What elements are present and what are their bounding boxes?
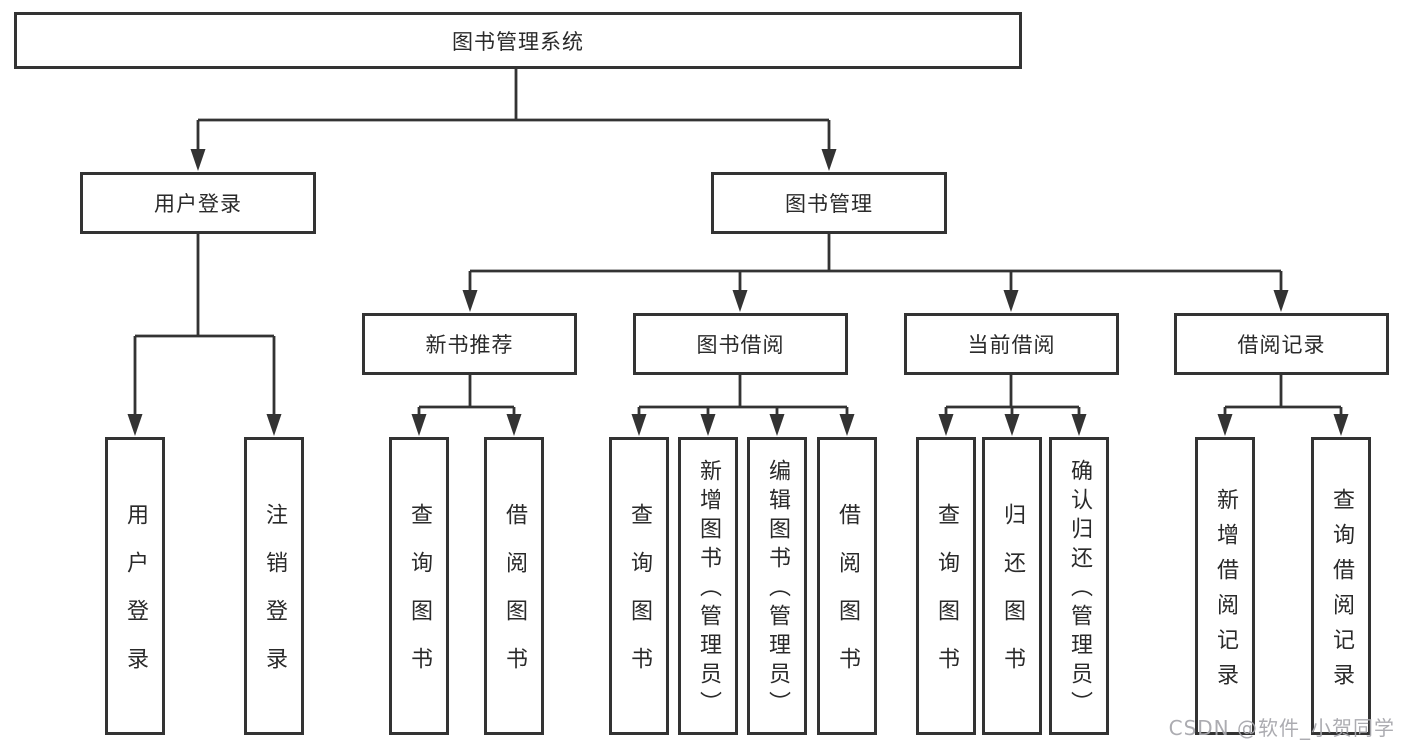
connector-current-borrowing-children [938, 375, 1087, 436]
node-book-borrowing: 图书借阅 [633, 313, 848, 375]
leaf-add-borrow-record: 新增借阅记录 [1195, 437, 1255, 735]
leaf-confirm-return-admin: 确认归还（管理员） [1049, 437, 1109, 735]
leaf-label: 注销登录 [262, 503, 287, 695]
connector-borrowing-records-children [1217, 375, 1349, 436]
arrow-down-icon [190, 149, 206, 171]
leaf-label: 编辑图书（管理员） [765, 459, 790, 720]
node-new-book-recommendation: 新书推荐 [362, 313, 577, 375]
watermark: CSDN @软件_小贺同学 [1168, 716, 1395, 740]
leaf-label: 查询图书 [934, 503, 959, 695]
connector-book-borrowing-children [631, 375, 855, 436]
leaf-label: 新增图书（管理员） [696, 459, 721, 720]
node-current-borrowing: 当前借阅 [904, 313, 1119, 375]
arrow-down-icon [506, 414, 522, 436]
leaf-label: 新增借阅记录 [1213, 487, 1238, 698]
connector-user-login-children [127, 234, 282, 436]
connector-root-to-level2 [190, 69, 837, 171]
node-user-login: 用户登录 [80, 172, 316, 234]
leaf-borrow-book: 借阅图书 [484, 437, 544, 735]
leaf-borrow-book: 借阅图书 [817, 437, 877, 735]
arrow-down-icon [732, 290, 748, 312]
arrow-down-icon [631, 414, 647, 436]
arrow-down-icon [1273, 290, 1289, 312]
arrow-down-icon [839, 414, 855, 436]
leaf-add-book-admin: 新增图书（管理员） [678, 437, 738, 735]
leaf-return-book: 归还图书 [982, 437, 1042, 735]
leaf-label: 借阅图书 [835, 503, 860, 695]
arrow-down-icon [1217, 414, 1233, 436]
leaf-user-login: 用户登录 [105, 437, 165, 735]
arrow-down-icon [462, 290, 478, 312]
leaf-label: 查询图书 [627, 503, 652, 695]
leaf-label: 确认归还（管理员） [1067, 459, 1092, 720]
arrow-down-icon [1333, 414, 1349, 436]
arrow-down-icon [266, 414, 282, 436]
node-book-management: 图书管理 [711, 172, 947, 234]
arrow-down-icon [700, 414, 716, 436]
node-borrowing-records: 借阅记录 [1174, 313, 1389, 375]
arrow-down-icon [1071, 414, 1087, 436]
leaf-search-book: 查询图书 [389, 437, 449, 735]
arrow-down-icon [821, 149, 837, 171]
arrow-down-icon [1004, 414, 1020, 436]
leaf-label: 查询图书 [407, 503, 432, 695]
connector-new-book-children [411, 375, 522, 436]
leaf-search-book: 查询图书 [609, 437, 669, 735]
arrow-down-icon [411, 414, 427, 436]
leaf-label: 用户登录 [123, 503, 148, 695]
leaf-label: 查询借阅记录 [1329, 487, 1354, 698]
leaf-search-book: 查询图书 [916, 437, 976, 735]
leaf-label: 借阅图书 [502, 503, 527, 695]
leaf-label: 归还图书 [1000, 503, 1025, 695]
arrow-down-icon [1003, 290, 1019, 312]
leaf-search-borrow-record: 查询借阅记录 [1311, 437, 1371, 735]
node-root: 图书管理系统 [14, 12, 1022, 69]
arrow-down-icon [938, 414, 954, 436]
leaf-logout: 注销登录 [244, 437, 304, 735]
arrow-down-icon [127, 414, 143, 436]
leaf-edit-book-admin: 编辑图书（管理员） [747, 437, 807, 735]
connector-book-management-to-level3 [462, 234, 1289, 312]
arrow-down-icon [769, 414, 785, 436]
